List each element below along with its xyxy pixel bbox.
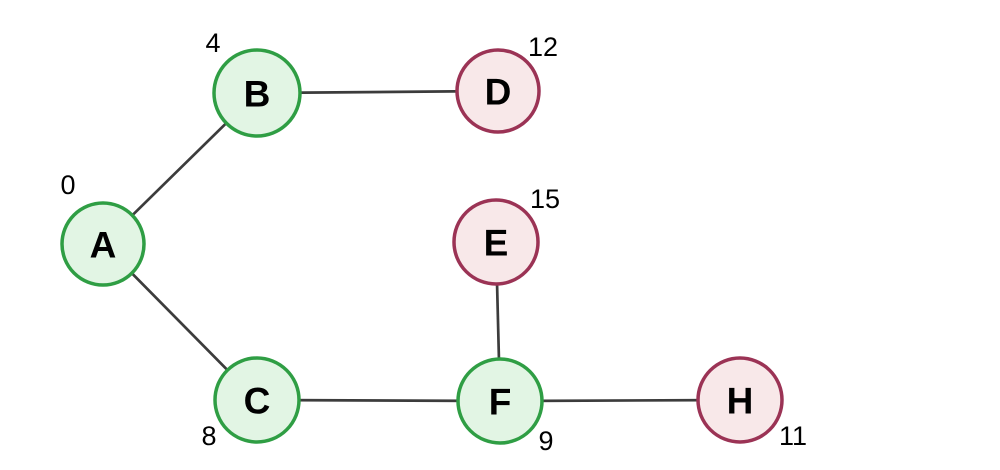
node-H-circle xyxy=(696,356,784,444)
node-F: F9 xyxy=(456,357,554,456)
node-E-label: E xyxy=(484,223,509,264)
node-C-label: C xyxy=(244,381,271,422)
node-F-distance-label: 9 xyxy=(538,426,553,456)
node-D-label: D xyxy=(485,72,512,113)
node-B-distance-label: 4 xyxy=(205,28,220,58)
node-D-circle xyxy=(455,48,541,134)
node-D: D 12 xyxy=(455,32,558,134)
node-E-distance-label: 15 xyxy=(530,184,560,214)
node-H-distance-label: 11 xyxy=(779,421,807,451)
node-B: B4 xyxy=(205,28,302,138)
node-A-distance-label: 0 xyxy=(60,170,75,200)
node-F-label: F xyxy=(489,382,512,423)
node-A-circle xyxy=(60,201,146,287)
node-C-distance-label: 8 xyxy=(201,421,216,451)
node-B-circle xyxy=(212,48,302,138)
node-H: H 11 xyxy=(696,356,807,451)
node-A-label: A xyxy=(90,225,117,266)
node-A: A0 xyxy=(60,170,146,287)
node-F-circle xyxy=(456,357,544,445)
node-B-label: B xyxy=(244,74,271,115)
node-C: C8 xyxy=(201,356,301,451)
node-C-circle xyxy=(213,356,301,444)
node-H-label: H xyxy=(727,381,754,422)
node-E: E 15 xyxy=(452,184,560,286)
node-D-distance-label: 12 xyxy=(528,32,558,62)
node-E-circle xyxy=(452,198,540,286)
